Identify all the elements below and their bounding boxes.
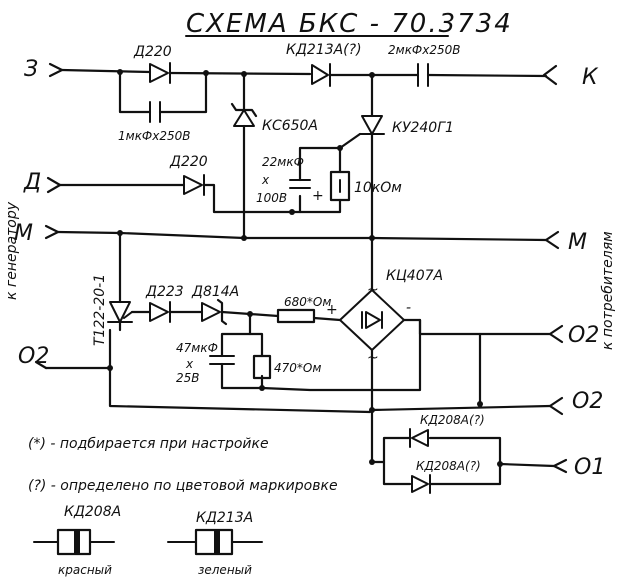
capacitor-2uf: [417, 63, 429, 87]
label-cap-22-v: 100В: [256, 191, 287, 205]
diode-kd208-2: [411, 474, 431, 494]
label-to-consumers: к потребителям: [600, 231, 616, 350]
label-d814a: Д814А: [191, 284, 239, 300]
label-bridge-minus: -: [406, 300, 411, 316]
terminal-o2-right-b: О2: [572, 389, 603, 414]
label-res-470: 470*Ом: [274, 361, 321, 375]
label-d220-top: Д220: [133, 44, 172, 60]
terminal-3: З: [24, 57, 38, 82]
note-color-marking: (?) - определено по цветовой маркировке: [28, 478, 338, 494]
label-d223: Д223: [145, 284, 184, 300]
legend-kd208-symbol: [33, 528, 115, 556]
diagram-title: СХЕМА БКС - 70.3734: [186, 9, 513, 39]
capacitor-1uf: [149, 101, 161, 123]
label-to-generator: к генератору: [4, 201, 20, 300]
thyristor-ku240g1: [359, 115, 385, 135]
label-kd213: КД213А(?): [286, 42, 362, 58]
label-t122: Т122-20-1: [92, 274, 108, 346]
resistor-470: [252, 354, 272, 380]
note-adjust: (*) - подбирается при настройке: [28, 436, 269, 452]
legend-kd208-name: КД208А: [64, 504, 121, 520]
label-cap-47-v: 25В: [176, 371, 200, 385]
terminal-o2-right-a: О2: [568, 323, 599, 348]
thyristor-t122: [107, 301, 133, 323]
arrow-m-right: [544, 230, 560, 250]
resistor-10k: [329, 170, 351, 202]
diode-d223: [149, 301, 171, 323]
label-plus-22uf: +: [312, 188, 324, 204]
diode-kd208-1: [409, 428, 429, 448]
arrow-o1: [552, 458, 568, 474]
legend-kd213-name: КД213А: [196, 510, 253, 526]
label-bridge-tilde-bottom: ~: [367, 350, 379, 366]
label-cap-47-x: х: [185, 357, 194, 371]
diode-d220-mid: [183, 174, 205, 196]
arrow-3: [48, 62, 64, 78]
arrow-d: [46, 176, 62, 194]
terminal-m-right: М: [568, 230, 587, 255]
wires: [44, 68, 556, 486]
legend-kd213-color: зеленый: [198, 563, 252, 577]
legend-kd213-symbol: [167, 528, 263, 556]
label-d220-mid: Д220: [169, 154, 208, 170]
label-kd208-2: КД208А(?): [416, 459, 481, 473]
zener-d814a: [201, 298, 228, 326]
terminal-d: Д: [23, 170, 41, 195]
label-cap-47uf: 47мкФ: [176, 341, 218, 355]
capacitor-47uf: [209, 355, 235, 365]
label-ku240g1: КУ240Г1: [392, 120, 454, 136]
terminal-o2-left: О2: [18, 344, 49, 369]
terminal-o1: О1: [574, 455, 605, 480]
label-cap-1uf: 1мкФх250В: [118, 129, 191, 143]
resistor-680: [276, 308, 316, 324]
arrow-o2-left: [34, 360, 48, 370]
label-res-10k: 10кОм: [354, 180, 402, 196]
label-plus-680: +: [326, 302, 338, 318]
label-cap-22-x: х: [261, 173, 270, 187]
arrow-o2-b: [548, 396, 564, 416]
terminal-k: К: [582, 65, 599, 90]
arrow-o2-a: [548, 324, 564, 344]
diode-kd213: [311, 63, 331, 87]
label-kc650a: КС650А: [262, 118, 318, 134]
label-res-680: 680*Ом: [284, 295, 331, 309]
label-cap-22uf: 22мкФ: [262, 155, 304, 169]
label-cap-2uf: 2мкФх250В: [388, 43, 461, 57]
legend-kd208-color: красный: [58, 563, 112, 577]
zener-kc650a: [230, 102, 258, 127]
bridge-kc407a: [339, 289, 405, 351]
label-bridge-tilde-top: ~: [367, 282, 379, 298]
terminal-m-left: М: [14, 221, 33, 246]
junction-dots: [107, 69, 503, 467]
arrow-m-left: [44, 224, 60, 240]
diode-d220-top: [149, 62, 171, 84]
label-bridge: КЦ407А: [386, 268, 443, 284]
label-kd208-1: КД208А(?): [420, 413, 485, 427]
capacitor-22uf: [289, 179, 311, 189]
